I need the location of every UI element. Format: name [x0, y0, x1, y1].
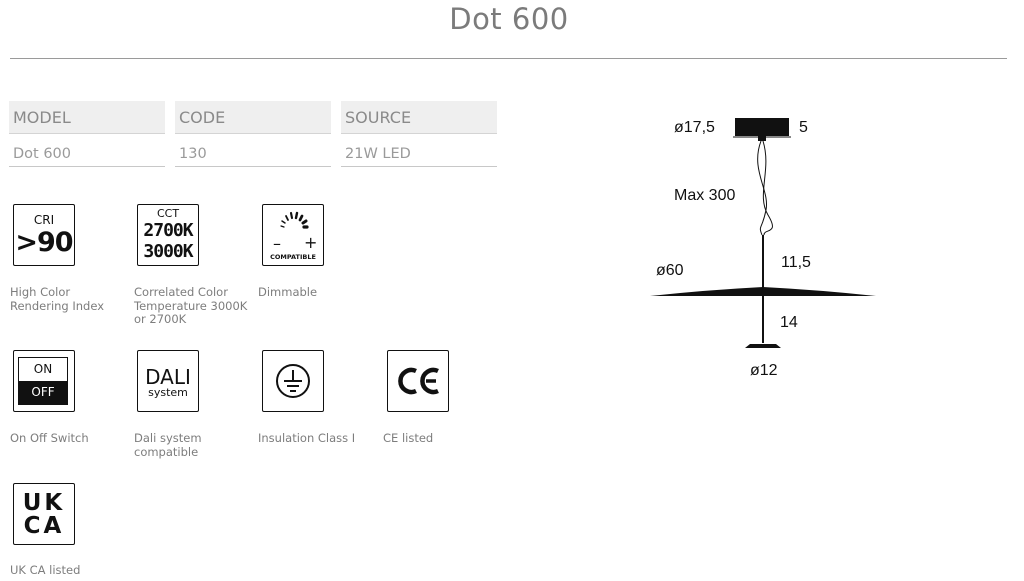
ce-mark-icon [387, 350, 449, 412]
dim-canopy-height: 5 [799, 119, 808, 136]
ukca-line2: CA [23, 513, 65, 539]
pendant-lamp-drawing [650, 118, 876, 348]
dim-compatible: COMPATIBLE [270, 253, 316, 261]
off-label: OFF [19, 381, 67, 404]
ukca-caption: UK CA listed [10, 563, 81, 577]
on-off-switch-icon: ON OFF [13, 350, 75, 412]
dim-cable-length: Max 300 [674, 187, 736, 204]
dali-caption: Dali system compatible [134, 431, 202, 459]
ce-logo-icon [398, 367, 439, 395]
ukca-line1: UK [22, 490, 66, 516]
ukca-mark-icon: UK CA [13, 483, 75, 545]
title-divider [10, 58, 1007, 59]
dali-small: system [148, 386, 188, 399]
dim-stem-lower: 14 [780, 314, 798, 331]
cct-icon-line2: 3000K [143, 241, 193, 262]
spec-model-value: Dot 600 [9, 134, 165, 167]
dim-base-diameter: ø12 [750, 362, 778, 379]
earth-ground-icon [276, 364, 310, 398]
page-title: Dot 600 [449, 2, 569, 36]
ce-caption: CE listed [383, 431, 434, 445]
insulation-class-icon [262, 350, 324, 412]
spec-source-value: 21W LED [341, 134, 497, 167]
dimmer-dial-icon [280, 211, 309, 229]
cri-icon-top: CRI [33, 213, 55, 227]
dim-plus: + [304, 233, 318, 252]
spec-code-label: CODE [175, 101, 331, 134]
cct-caption: Correlated Color Temperature 3000K or 27… [134, 285, 248, 326]
on-label: ON [33, 362, 53, 376]
cri-icon-value: >90 [15, 227, 73, 258]
cri-icon: CRI >90 [13, 204, 75, 266]
cct-icon: CCT 2700K 3000K [137, 204, 199, 266]
dali-icon: DALI system [137, 350, 199, 412]
insulation-caption: Insulation Class I [258, 431, 356, 445]
spec-source-label: SOURCE [341, 101, 497, 134]
spec-code: CODE 130 [175, 101, 331, 167]
dimmable-icon: – + COMPATIBLE [262, 204, 324, 266]
cct-icon-line1: 2700K [143, 220, 193, 241]
cri-caption: High Color Rendering Index [10, 285, 105, 313]
dim-stem-upper: 11,5 [781, 254, 811, 271]
dim-shade-diameter: ø60 [656, 262, 684, 279]
spec-model-label: MODEL [9, 101, 165, 134]
onoff-caption: On Off Switch [10, 431, 89, 445]
spec-source: SOURCE 21W LED [341, 101, 497, 167]
dimmable-caption: Dimmable [258, 285, 318, 299]
dim-minus: – [273, 234, 281, 253]
dim-canopy-diameter: ø17,5 [674, 119, 715, 136]
spec-code-value: 130 [175, 134, 331, 167]
spec-model: MODEL Dot 600 [9, 101, 165, 167]
on-off-box: ON OFF [18, 357, 68, 405]
dali-big: DALI [145, 365, 191, 389]
cct-icon-top: CCT [156, 207, 180, 220]
